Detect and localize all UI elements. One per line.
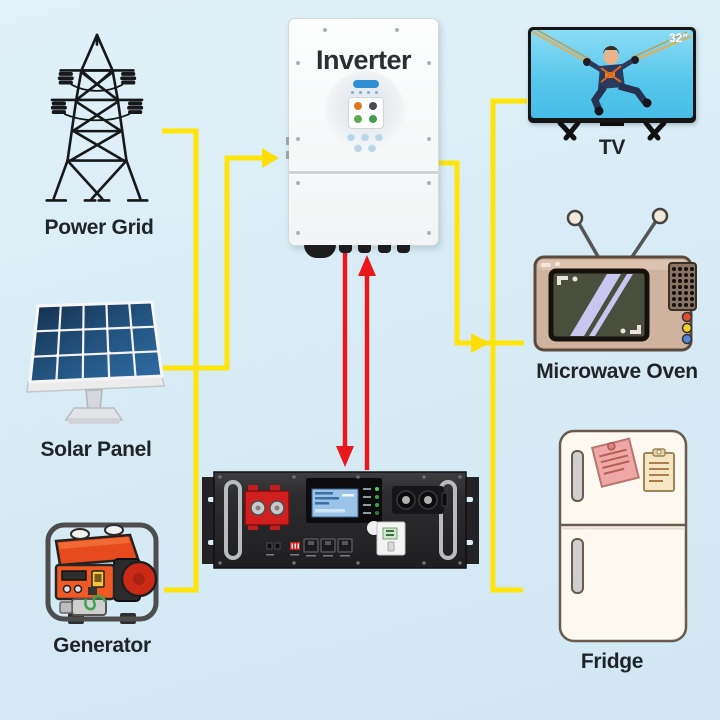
microwave-oven-label: Microwave Oven — [536, 360, 698, 383]
inverter-cable-gland — [339, 245, 352, 253]
connector-grid-to-inverter — [162, 128, 199, 593]
screw-icon — [296, 231, 300, 235]
bungee-jumper-picture — [532, 30, 692, 116]
screw-icon — [395, 28, 399, 32]
inverter-control-panel — [325, 71, 405, 153]
blue-button-icon — [681, 333, 693, 345]
handle-icon — [224, 480, 242, 560]
screw-icon — [427, 231, 431, 235]
inverter-antenna-port — [304, 245, 336, 258]
inverter-led-row — [351, 91, 381, 94]
screw-icon — [296, 181, 300, 185]
connector-tv-to-fridge-bus — [490, 98, 527, 593]
tv-legs — [557, 122, 667, 141]
screw-icon — [427, 137, 431, 141]
side-connector-icon — [286, 137, 289, 145]
pink-note-icon — [590, 437, 640, 488]
battery-comm-ports — [266, 538, 353, 557]
screw-icon — [323, 28, 327, 32]
arrow-into-inverter — [262, 148, 279, 168]
yellow-button-icon — [681, 322, 693, 334]
gauge-icon — [354, 102, 362, 110]
rack-ear-right — [466, 477, 479, 564]
screw-icon — [296, 61, 300, 65]
inverter-cable-gland — [378, 245, 391, 253]
inverter-cable-gland — [397, 245, 410, 253]
tv-label: TV — [598, 136, 626, 159]
arrow-up-to-inverter — [358, 255, 376, 276]
solar-panel-label: Solar Panel — [40, 438, 152, 461]
power-grid-icon — [45, 33, 149, 202]
connector-inverter-to-loads — [437, 160, 524, 346]
inverter: Inverter — [286, 18, 439, 258]
generator-icon — [45, 522, 159, 624]
side-connector-icon — [286, 151, 289, 159]
screw-icon — [427, 181, 431, 185]
arrow-to-microwave — [471, 333, 490, 353]
battery-lcd — [306, 478, 382, 523]
fridge-label: Fridge — [580, 650, 644, 673]
inverter-panel-divider — [289, 171, 438, 175]
inverter-logo — [353, 80, 379, 88]
inverter-title: Inverter — [315, 45, 412, 75]
rack-ear-left — [202, 477, 215, 564]
arrow-down-to-battery — [336, 446, 354, 467]
screw-icon — [296, 137, 300, 141]
inverter-display — [348, 97, 384, 129]
battery-power-terminals — [392, 486, 448, 514]
battery-screws — [218, 475, 462, 565]
fridge-icon — [558, 429, 688, 643]
power-grid-label: Power Grid — [44, 216, 154, 239]
red-button-icon — [681, 311, 693, 323]
gauge-icon — [369, 115, 377, 123]
gauge-icon — [369, 102, 377, 110]
tv-screen — [531, 30, 693, 118]
screw-icon — [427, 61, 431, 65]
dc-terminal-block — [244, 485, 290, 530]
memo-note-icon — [643, 448, 675, 492]
handle-icon — [439, 480, 457, 560]
solar-panel-icon — [26, 300, 165, 424]
gauge-icon — [354, 115, 362, 123]
inverter-cable-gland — [358, 245, 371, 253]
generator-label: Generator — [53, 634, 151, 657]
microwave-oven-icon — [533, 207, 697, 352]
battery-breaker — [376, 521, 406, 556]
battery-led-indicators — [363, 487, 379, 515]
tv-size-badge: 32" — [668, 31, 688, 45]
battery-rack — [202, 471, 479, 569]
tv: 32" — [528, 27, 696, 123]
connector-solar-to-inverter — [163, 155, 263, 371]
